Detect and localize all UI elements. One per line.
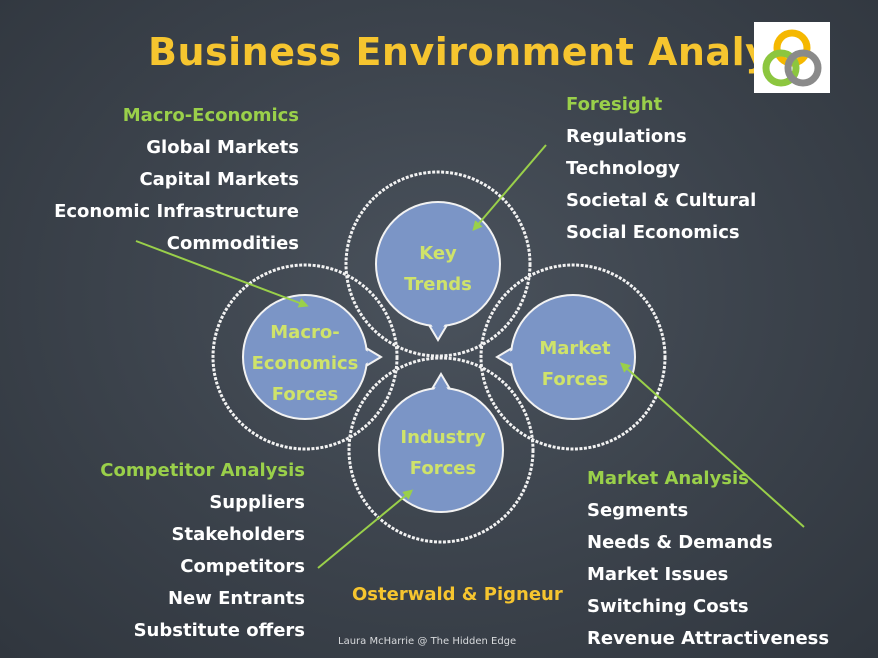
- circle-key-trends: Key Trends: [375, 201, 501, 342]
- interlocking-rings-logo-icon: [762, 29, 822, 87]
- ring-macro: [211, 263, 399, 451]
- key-trends-line2: Trends: [404, 274, 472, 295]
- industry-line1: Industry: [400, 427, 485, 448]
- market-item: Revenue Attractiveness: [587, 628, 830, 649]
- arrow-foresight: [472, 144, 547, 232]
- competitor-item: Stakeholders: [171, 524, 305, 545]
- footer-text: Laura McHarrie @ The Hidden Edge: [338, 636, 517, 647]
- foresight-item: Social Economics: [566, 222, 740, 243]
- competitor-item: Competitors: [180, 556, 305, 577]
- market-line1: Market: [539, 338, 611, 359]
- competitor-item: Substitute offers: [133, 620, 305, 641]
- logo: [754, 22, 830, 93]
- circle-market: Market Forces: [495, 294, 636, 420]
- macro-item: Global Markets: [146, 137, 299, 158]
- foresight-heading: Foresight: [566, 94, 663, 115]
- macro-line3: Forces: [272, 384, 338, 405]
- market-analysis-block: Market Analysis Segments Needs & Demands…: [587, 463, 829, 655]
- foresight-item: Regulations: [566, 126, 687, 147]
- macro-economics-heading: Macro-Economics: [122, 105, 299, 126]
- ring-key-trends: [344, 170, 532, 358]
- market-line2: Forces: [542, 369, 608, 390]
- market-item: Switching Costs: [587, 596, 749, 617]
- macro-line1: Macro-: [270, 322, 339, 343]
- circle-industry: Industry Forces: [378, 372, 504, 513]
- competitor-analysis-heading: Competitor Analysis: [100, 460, 305, 481]
- macro-line2: Economics: [252, 353, 359, 374]
- market-item: Segments: [587, 500, 689, 521]
- arrow-market: [620, 362, 805, 528]
- macro-item: Economic Infrastructure: [54, 201, 299, 222]
- macro-economics-block: Macro-Economics Global Markets Capital M…: [54, 100, 299, 260]
- arrow-macro: [135, 240, 309, 308]
- arrow-competitor: [317, 489, 414, 569]
- market-analysis-heading: Market Analysis: [587, 468, 749, 489]
- foresight-item: Societal & Cultural: [566, 190, 757, 211]
- credit-text: Osterwald & Pigneur: [352, 584, 563, 605]
- macro-item: Capital Markets: [139, 169, 299, 190]
- macro-item: Commodities: [166, 233, 299, 254]
- circle-macro: Macro- Economics Forces: [242, 294, 383, 420]
- foresight-item: Technology: [566, 158, 680, 179]
- industry-line2: Forces: [410, 458, 476, 479]
- competitor-analysis-block: Competitor Analysis Suppliers Stakeholde…: [100, 455, 305, 647]
- ring-market: [479, 263, 667, 451]
- page-title: Business Environment Analysis: [148, 30, 831, 74]
- ring-industry: [347, 356, 535, 544]
- competitor-item: New Entrants: [167, 588, 305, 609]
- competitor-item: Suppliers: [209, 492, 305, 513]
- foresight-block: Foresight Regulations Technology Societa…: [566, 89, 756, 249]
- market-item: Needs & Demands: [587, 532, 773, 553]
- key-trends-line1: Key: [419, 243, 457, 264]
- market-item: Market Issues: [587, 564, 729, 585]
